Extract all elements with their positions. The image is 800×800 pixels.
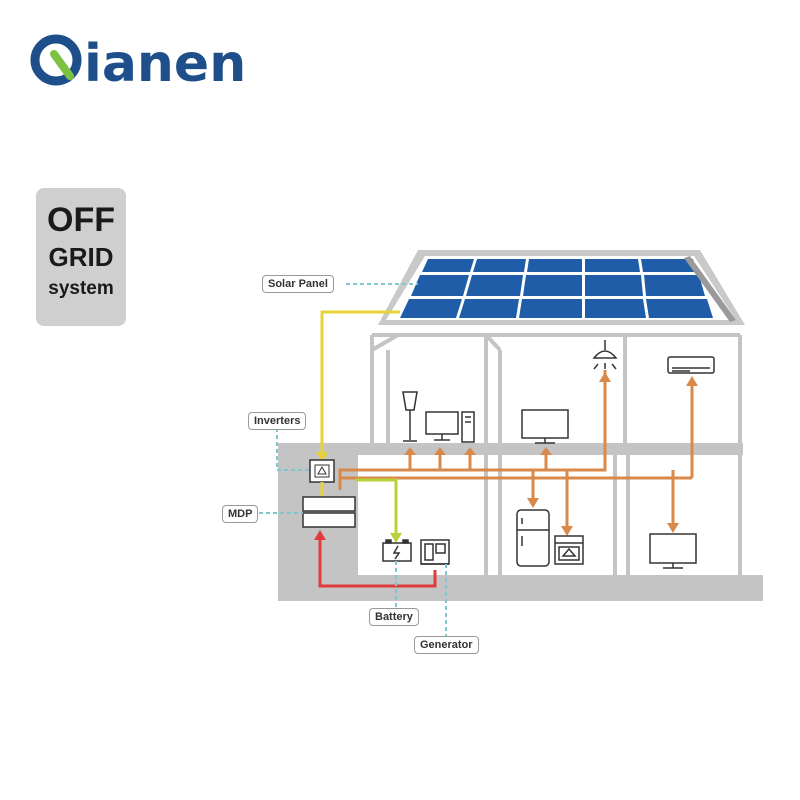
inverters-label: Inverters [248, 412, 307, 430]
battery-label: Battery [369, 608, 419, 626]
main-distribution-panel [302, 496, 356, 528]
badge-line-1: OFF [47, 201, 115, 239]
battery-line [355, 478, 398, 537]
callout-lines [259, 283, 447, 637]
desktop-computer-icon [425, 411, 475, 443]
battery-icon [382, 539, 412, 562]
generator-line [318, 537, 437, 588]
badge-line-3: system [48, 278, 114, 299]
logo-q-ring [30, 34, 82, 86]
oven-icon [554, 535, 584, 565]
off-grid-badge: OFF GRID system [36, 188, 126, 326]
load-distribution-lines [338, 370, 694, 528]
television-icon [521, 409, 569, 444]
generator-icon [420, 539, 450, 565]
mdp-label: MDP [222, 505, 259, 523]
television-icon-lower [649, 533, 697, 569]
generator-label: Generator [414, 636, 479, 654]
logo-text: ianen [84, 34, 246, 94]
brand-logo: ianen [30, 34, 246, 94]
inverter-unit [309, 459, 335, 483]
floor-lamp-icon [402, 391, 418, 442]
solar-panel-label: Solar Panel [262, 275, 334, 293]
load-arrowheads [404, 372, 698, 536]
logo-q-tail [50, 50, 74, 80]
solar-to-inverter-line [320, 310, 400, 458]
solar-panel-array [378, 250, 745, 325]
refrigerator-icon [516, 509, 550, 567]
badge-line-2: GRID [48, 242, 114, 272]
foundation [278, 575, 763, 601]
air-conditioner-icon [667, 356, 715, 374]
ceiling-light-icon [592, 340, 618, 370]
floor-slab [278, 443, 743, 455]
